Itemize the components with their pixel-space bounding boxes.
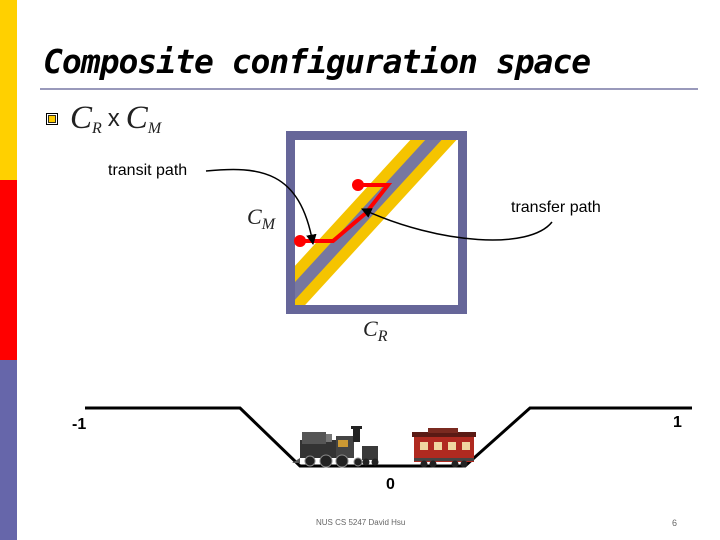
bullet-times-sign: x — [107, 105, 120, 132]
sidebar-yellow-block — [0, 0, 17, 180]
page-number: 6 — [672, 518, 678, 528]
cm-symbol: C — [247, 204, 262, 229]
cr-symbol: C — [363, 316, 378, 341]
bullet-c-symbol: C — [70, 100, 93, 136]
path-endpoint-top — [352, 179, 364, 191]
transit-arrow — [205, 168, 317, 246]
transit-path-label: transit path — [108, 162, 188, 179]
cr-axis-label: CR — [363, 316, 388, 345]
track-label-left: -1 — [72, 416, 87, 433]
track-profile — [85, 406, 692, 468]
railcar-icon — [412, 428, 476, 468]
transfer-path-label: transfer path — [511, 199, 601, 216]
title-underline — [40, 88, 698, 90]
cm-axis-label: CM — [247, 204, 276, 233]
sidebar-decoration — [0, 0, 17, 540]
footer-credit: NUS CS 5247 David Hsu — [316, 518, 406, 527]
sidebar-blue-block — [0, 360, 17, 540]
track-label-center: 0 — [386, 476, 395, 493]
locomotive-icon — [292, 426, 379, 468]
transfer-arrow — [361, 208, 553, 241]
bullet-m-subscript: M — [147, 120, 162, 137]
slide-title: Composite configuration space — [43, 42, 591, 81]
track-label-right: 1 — [673, 414, 682, 431]
sidebar-red-block — [0, 180, 17, 360]
bullet-square-icon — [46, 113, 58, 125]
path-endpoint-bottom — [294, 235, 306, 247]
bullet-r-subscript: R — [92, 120, 102, 137]
cm-subscript: M — [261, 216, 276, 233]
cr-subscript: R — [377, 328, 388, 345]
bullet-c-symbol-2: C — [125, 100, 148, 136]
